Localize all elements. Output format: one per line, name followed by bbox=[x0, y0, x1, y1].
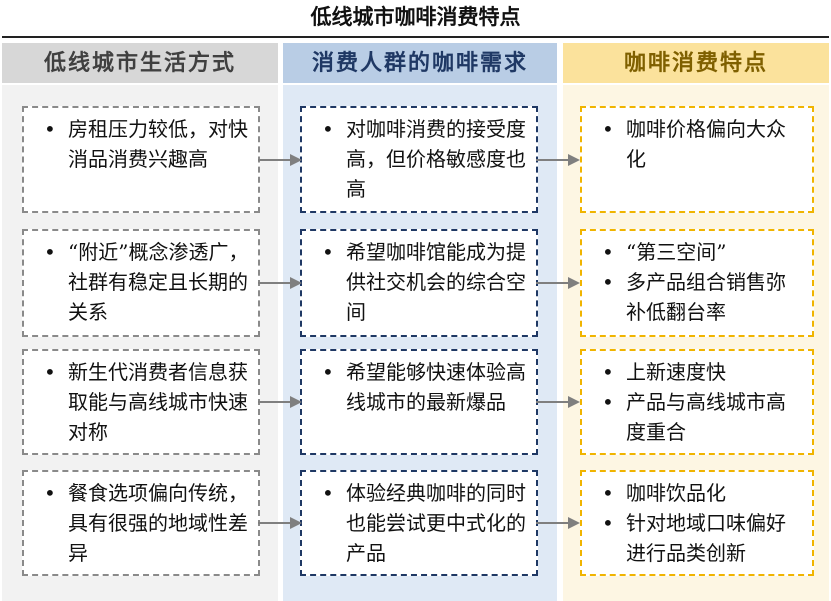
bullet-list: 上新速度快产品与高线城市高度重合 bbox=[590, 357, 804, 447]
arrow-icon bbox=[536, 153, 580, 166]
diagram-title: 低线城市咖啡消费特点 bbox=[310, 4, 521, 29]
bullet-item: 产品与高线城市高度重合 bbox=[590, 387, 804, 447]
column-header-demand: 消费人群的咖啡需求 bbox=[283, 43, 557, 83]
bullet-item: 希望能够快速体验高线城市的最新爆品 bbox=[310, 357, 528, 417]
demand-box-4: 体验经典咖啡的同时也能尝试更中式化的产品 bbox=[300, 470, 538, 576]
bullet-item: “第三空间” bbox=[590, 237, 804, 267]
lifestyle-box-3: 新生代消费者信息获取能与高线城市快速对称 bbox=[22, 349, 260, 455]
title-underline bbox=[2, 36, 829, 38]
bullet-item: 多产品组合销售弥补低翻台率 bbox=[590, 267, 804, 327]
features-box-4: 咖啡饮品化针对地域口味偏好进行品类创新 bbox=[580, 470, 814, 576]
features-box-1: 咖啡价格偏向大众化 bbox=[580, 106, 814, 213]
bullet-list: “附近”概念渗透广，社群有稳定且长期的关系 bbox=[32, 237, 250, 327]
demand-box-3: 希望能够快速体验高线城市的最新爆品 bbox=[300, 349, 538, 455]
bullet-list: 对咖啡消费的接受度高，但价格敏感度也高 bbox=[310, 114, 528, 204]
bullet-list: 咖啡价格偏向大众化 bbox=[590, 114, 804, 174]
arrow-icon bbox=[258, 153, 302, 166]
bullet-list: 餐食选项偏向传统，具有很强的地域性差异 bbox=[32, 478, 250, 568]
bullet-item: 咖啡价格偏向大众化 bbox=[590, 114, 804, 174]
lifestyle-box-4: 餐食选项偏向传统，具有很强的地域性差异 bbox=[22, 470, 260, 576]
arrow-icon bbox=[258, 396, 302, 408]
bullet-item: 针对地域口味偏好进行品类创新 bbox=[590, 508, 804, 568]
bullet-list: 希望咖啡馆能成为提供社交机会的综合空间 bbox=[310, 237, 528, 327]
bullet-list: “第三空间”多产品组合销售弥补低翻台率 bbox=[590, 237, 804, 327]
features-box-2: “第三空间”多产品组合销售弥补低翻台率 bbox=[580, 229, 814, 337]
arrow-icon bbox=[536, 396, 580, 408]
arrow-icon bbox=[258, 517, 302, 529]
bullet-list: 房租压力较低，对快消品消费兴趣高 bbox=[32, 114, 250, 174]
lifestyle-box-2: “附近”概念渗透广，社群有稳定且长期的关系 bbox=[22, 229, 260, 337]
arrow-icon bbox=[536, 517, 580, 529]
features-box-3: 上新速度快产品与高线城市高度重合 bbox=[580, 349, 814, 455]
column-header-features: 咖啡消费特点 bbox=[563, 43, 829, 83]
bullet-item: 体验经典咖啡的同时也能尝试更中式化的产品 bbox=[310, 478, 528, 568]
demand-box-1: 对咖啡消费的接受度高，但价格敏感度也高 bbox=[300, 106, 538, 213]
arrow-icon bbox=[258, 277, 302, 289]
column-header-lifestyle: 低线城市生活方式 bbox=[2, 43, 278, 83]
demand-box-2: 希望咖啡馆能成为提供社交机会的综合空间 bbox=[300, 229, 538, 337]
bullet-list: 新生代消费者信息获取能与高线城市快速对称 bbox=[32, 357, 250, 447]
bullet-item: 上新速度快 bbox=[590, 357, 804, 387]
bullet-item: 希望咖啡馆能成为提供社交机会的综合空间 bbox=[310, 237, 528, 327]
arrow-icon bbox=[536, 277, 580, 289]
bullet-item: 房租压力较低，对快消品消费兴趣高 bbox=[32, 114, 250, 174]
bullet-item: “附近”概念渗透广，社群有稳定且长期的关系 bbox=[32, 237, 250, 327]
bullet-list: 体验经典咖啡的同时也能尝试更中式化的产品 bbox=[310, 478, 528, 568]
bullet-item: 新生代消费者信息获取能与高线城市快速对称 bbox=[32, 357, 250, 447]
bullet-item: 对咖啡消费的接受度高，但价格敏感度也高 bbox=[310, 114, 528, 204]
bullet-list: 希望能够快速体验高线城市的最新爆品 bbox=[310, 357, 528, 417]
bullet-item: 餐食选项偏向传统，具有很强的地域性差异 bbox=[32, 478, 250, 568]
lifestyle-box-1: 房租压力较低，对快消品消费兴趣高 bbox=[22, 106, 260, 213]
bullet-list: 咖啡饮品化针对地域口味偏好进行品类创新 bbox=[590, 478, 804, 568]
bullet-item: 咖啡饮品化 bbox=[590, 478, 804, 508]
